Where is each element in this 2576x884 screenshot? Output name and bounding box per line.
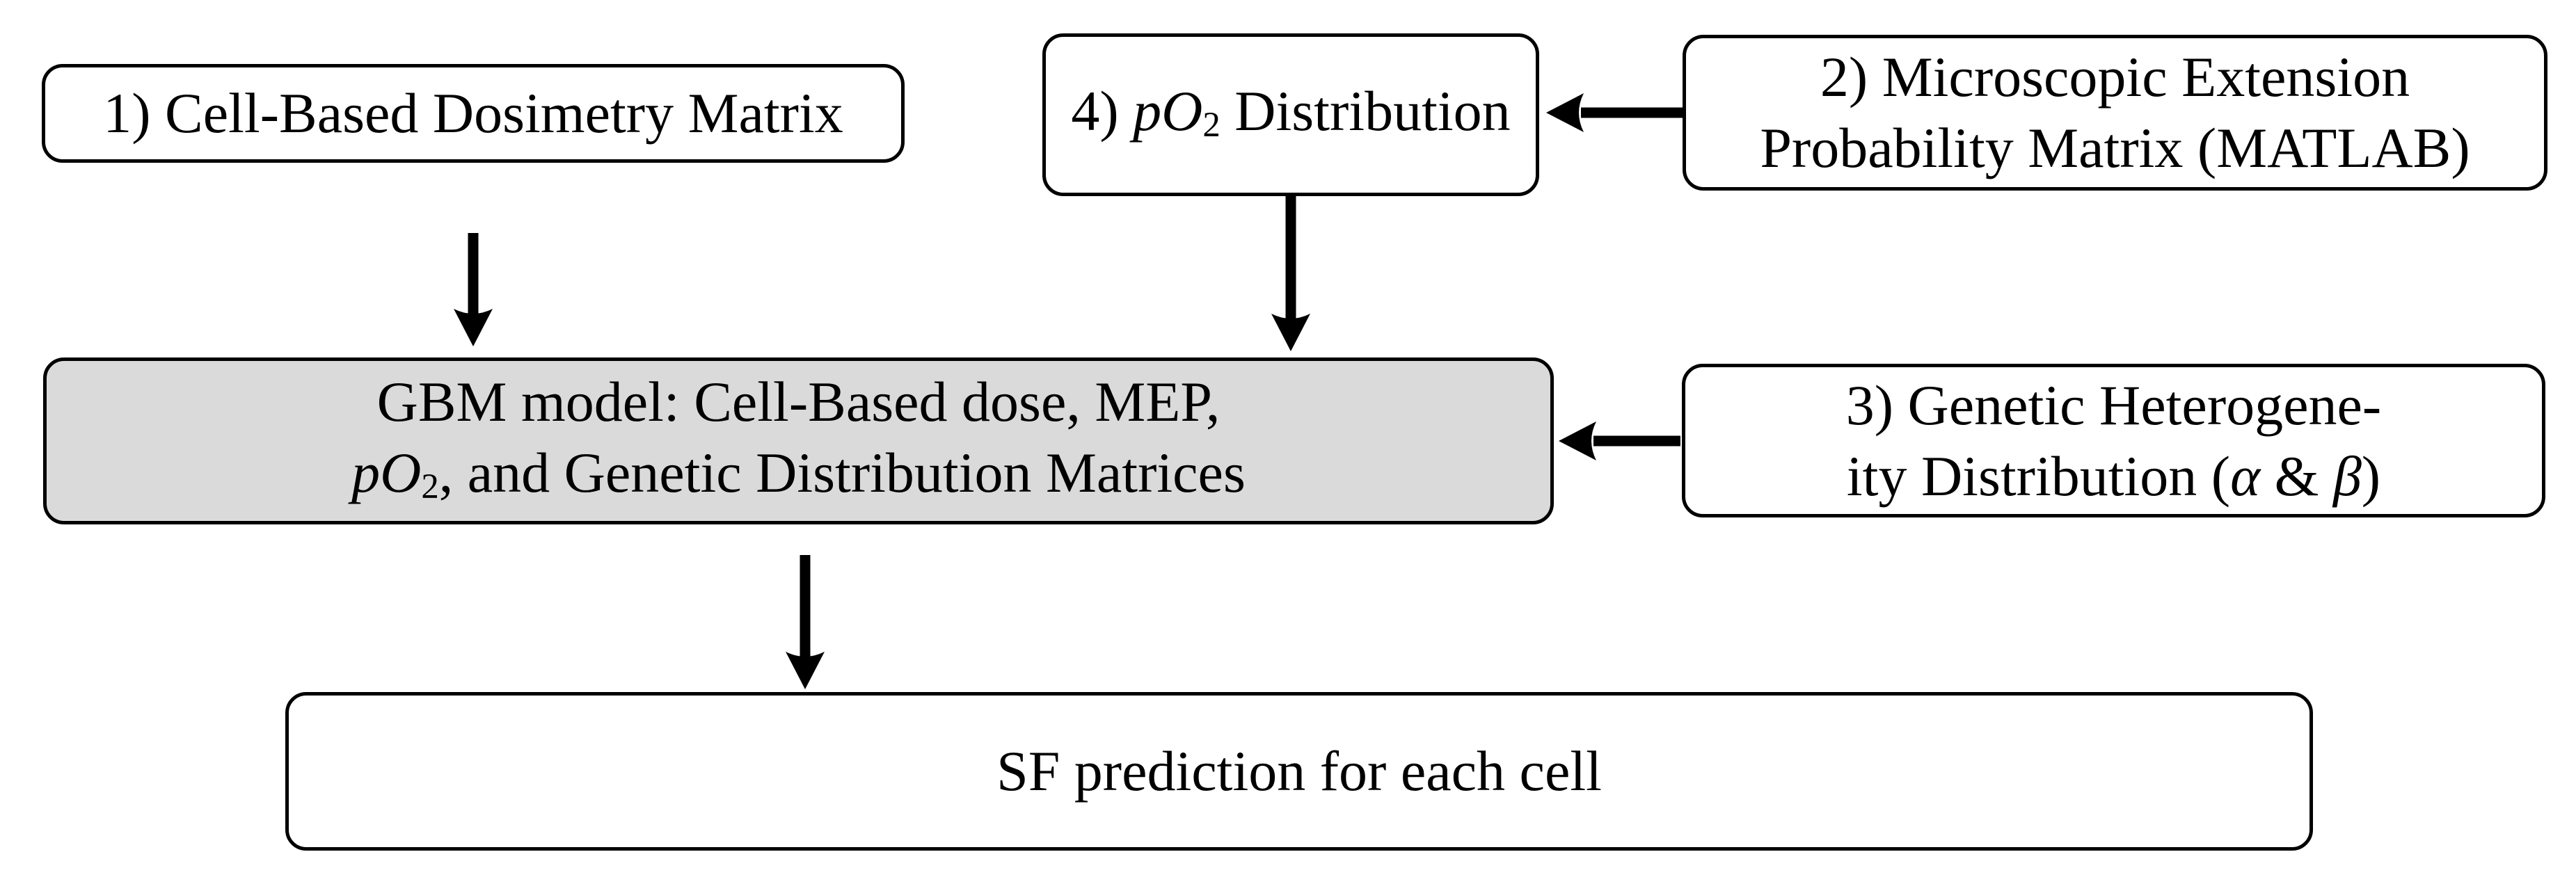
- node-label-line1: 2) Microscopic Extension: [1820, 42, 2410, 113]
- label-math-po: pO: [351, 441, 422, 504]
- arrow-box3-to-gbm-icon: [1559, 421, 1680, 460]
- label-text: 2) Microscopic Extension: [1820, 45, 2410, 109]
- node-label-line2: pO2, and Genetic Distribution Matrices: [351, 437, 1246, 515]
- label-text: Probability Matrix (MATLAB): [1760, 116, 2470, 179]
- node-label-line2: ity Distribution (α & β): [1847, 441, 2380, 512]
- arrow-gbm-to-sf-icon: [786, 555, 825, 689]
- node-label-line1: 3) Genetic Heterogene-: [1846, 370, 2381, 441]
- node-label: 1) Cell-Based Dosimetry Matrix: [103, 78, 843, 149]
- label-beta: β: [2332, 444, 2362, 508]
- label-text: Distribution: [1220, 79, 1511, 143]
- arrow-box4-to-gbm-icon: [1271, 195, 1310, 351]
- label-text: 4): [1071, 79, 1134, 143]
- node-label: SF prediction for each cell: [996, 736, 1602, 807]
- label-text: , and Genetic Distribution Matrices: [438, 441, 1246, 504]
- node-cell-based-dosimetry-matrix: 1) Cell-Based Dosimetry Matrix: [42, 64, 905, 163]
- label-text: SF prediction for each cell: [996, 739, 1602, 803]
- label-text: 3) Genetic Heterogene-: [1845, 373, 2382, 437]
- label-text: &: [2260, 444, 2333, 508]
- label-text: 1) Cell-Based Dosimetry Matrix: [103, 81, 843, 145]
- node-label-line1: GBM model: Cell-Based dose, MEP,: [377, 367, 1221, 437]
- node-genetic-heterogeneity-distribution: 3) Genetic Heterogene- ity Distribution …: [1682, 364, 2545, 517]
- label-text: GBM model: Cell-Based dose, MEP,: [376, 370, 1221, 433]
- arrow-box2-to-box4-icon: [1546, 93, 1683, 132]
- node-microscopic-extension-probability-matrix: 2) Microscopic Extension Probability Mat…: [1683, 35, 2547, 191]
- label-text: ity Distribution (: [1846, 444, 2231, 508]
- arrow-box1-to-gbm-icon: [454, 233, 493, 346]
- node-label-line2: Probability Matrix (MATLAB): [1760, 113, 2470, 184]
- node-po2-distribution: 4) pO2 Distribution: [1042, 33, 1539, 196]
- label-subscript: 2: [1202, 105, 1221, 145]
- node-gbm-model: GBM model: Cell-Based dose, MEP, pO2, an…: [43, 357, 1554, 524]
- label-alpha: α: [2230, 444, 2261, 508]
- node-sf-prediction: SF prediction for each cell: [285, 692, 2313, 851]
- label-text: ): [2361, 444, 2381, 508]
- node-label: 4) pO2 Distribution: [1071, 76, 1510, 154]
- label-math-po: pO: [1133, 79, 1203, 143]
- label-subscript: 2: [421, 467, 439, 506]
